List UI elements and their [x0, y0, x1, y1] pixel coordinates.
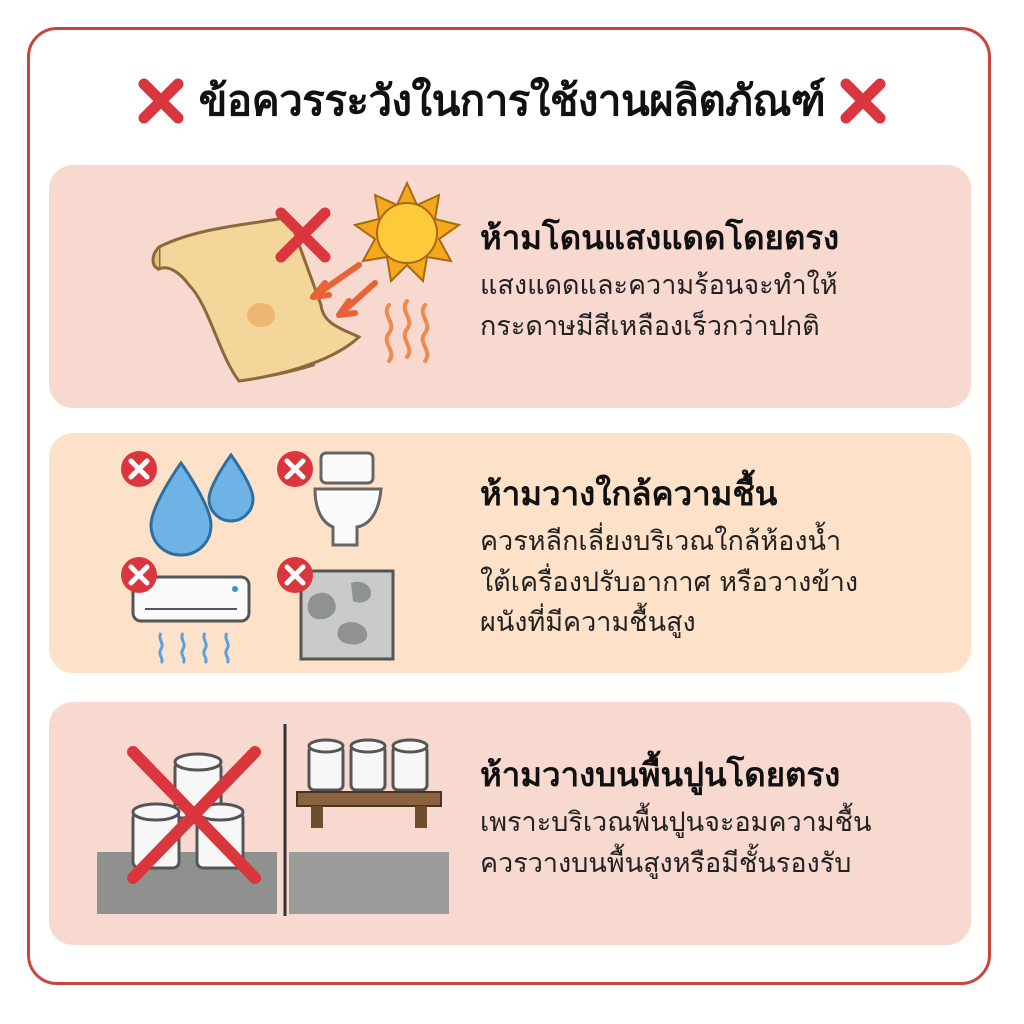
toilet-icon [313, 451, 383, 547]
card-text: ห้ามวางบนพื้นปูนโดยตรง เพราะบริเวณพื้นปู… [480, 754, 960, 884]
red-x-icon [275, 207, 331, 263]
card-heading: ห้ามโดนแสงแดดโดยตรง [480, 218, 840, 257]
air-conditioner-icon [131, 575, 251, 665]
water-drops-icon [149, 452, 255, 557]
card-description: ควรหลีกเลี่ยงบริเวณใกล้ห้องน้ำ ใต้เครื่อ… [480, 522, 960, 644]
description-line: ควรวางบนพื้นสูงหรือมีชั้นรองรับ [480, 847, 852, 879]
concrete-floor-illustration [97, 724, 449, 916]
humidity-illustration [121, 451, 395, 665]
sun-icon [352, 180, 462, 284]
description-line: แสงแดดและความร้อนจะทำให้ [480, 270, 838, 302]
red-x-icon [127, 746, 261, 884]
description-line: ควรหลีกเลี่ยงบริเวณใกล้ห้องน้ำ [480, 526, 842, 558]
red-x-icon [840, 78, 886, 124]
title-row: ข้อควรระวังในการใช้งานผลิตภัณฑ์ [0, 66, 1024, 136]
red-x-icon [277, 451, 313, 487]
card-heading: ห้ามวางใกล้ความชื้น [480, 474, 778, 513]
sunlight-illustration [151, 180, 462, 383]
card-description: แสงแดดและความร้อนจะทำให้ กระดาษมีสีเหลือ… [480, 266, 960, 347]
description-line: กระดาษมีสีเหลืองเร็วกว่าปกติ [480, 310, 820, 342]
warning-card-sunlight: ห้ามโดนแสงแดดโดยตรง แสงแดดและความร้อนจะท… [49, 165, 971, 408]
description-line: เพราะบริเวณพื้นปูนจะอมความชื้น [480, 807, 872, 839]
card-heading: ห้ามวางบนพื้นปูนโดยตรง [480, 755, 841, 794]
description-line: ใต้เครื่องปรับอากาศ หรือวางข้าง [480, 566, 859, 598]
sun-arrows-icon [310, 262, 378, 318]
card-text: ห้ามวางใกล้ความชื้น ควรหลีกเลี่ยงบริเวณใ… [480, 473, 960, 644]
paper-scroll-icon [151, 215, 362, 383]
card-text: ห้ามโดนแสงแดดโดยตรง แสงแดดและความร้อนจะท… [480, 217, 960, 347]
red-x-icon [121, 557, 157, 593]
tissue-rolls-on-shelf-icon [296, 738, 442, 828]
heat-waves-icon [384, 299, 430, 363]
red-x-icon [121, 451, 157, 487]
warning-card-concrete-floor: ห้ามวางบนพื้นปูนโดยตรง เพราะบริเวณพื้นปู… [49, 702, 971, 945]
red-x-icon [138, 78, 184, 124]
description-line: ผนังที่มีความชื้นสูง [480, 607, 696, 639]
damp-wall-icon [299, 569, 395, 661]
page-title: ข้อควรระวังในการใช้งานผลิตภัณฑ์ [198, 76, 826, 125]
warning-card-humidity: ห้ามวางใกล้ความชื้น ควรหลีกเลี่ยงบริเวณใ… [49, 433, 971, 673]
card-description: เพราะบริเวณพื้นปูนจะอมความชื้น ควรวางบนพ… [480, 803, 960, 884]
red-x-icon [277, 557, 313, 593]
